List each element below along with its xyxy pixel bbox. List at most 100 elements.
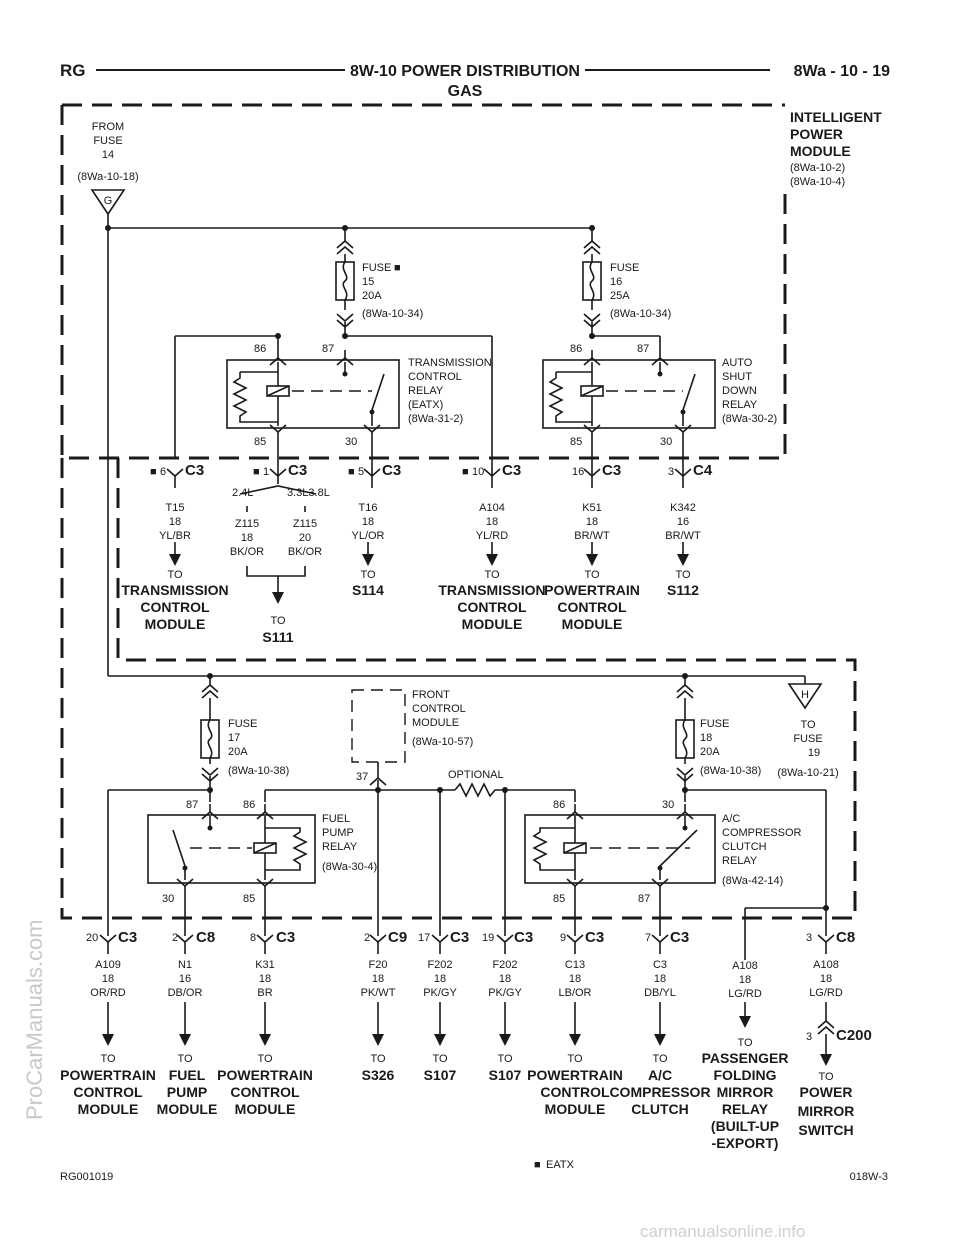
eatx-marker-icon: ■ <box>462 466 469 478</box>
wire-gauge: 18 <box>362 516 374 528</box>
fuse-17-number: 17 <box>228 732 240 744</box>
connector-id: C4 <box>693 462 713 479</box>
fuse-16-ref: (8Wa-10-34) <box>610 308 671 320</box>
destination-name: S112 <box>667 582 699 598</box>
connector-id: C3 <box>602 462 621 479</box>
to-fuse-19-label2: FUSE <box>793 733 822 745</box>
to-label: TO <box>360 569 376 581</box>
destination-name: PUMP <box>167 1084 207 1100</box>
to-label: TO <box>737 1037 753 1049</box>
wire-color: PK/GY <box>488 987 522 999</box>
wire-code: N1 <box>178 959 192 971</box>
wire-color: LG/RD <box>809 987 843 999</box>
wire-code: C13 <box>565 959 585 971</box>
destination-name: S107 <box>424 1067 457 1083</box>
destination-name: POWERTRAIN <box>527 1067 623 1083</box>
destination-name: MODULE <box>562 616 623 632</box>
wire-code: T16 <box>359 502 378 514</box>
from-fuse-label: FROM <box>92 121 124 133</box>
relay-ac-title4: RELAY <box>722 855 758 867</box>
relay-tc-pin-30: 30 <box>345 436 357 448</box>
connector-id: C3 <box>585 929 604 946</box>
relay-ac-pin-85: 85 <box>553 893 565 905</box>
footer-code: 018W-3 <box>850 1171 888 1183</box>
to-fuse-19-number: 19 <box>808 747 820 759</box>
wire-gauge: 18 <box>434 973 446 985</box>
eatx-marker-icon: ■ <box>348 466 355 478</box>
connector-pin: 19 <box>482 932 494 944</box>
wire-gauge: 18 <box>259 973 271 985</box>
relay-ac-pin-86: 86 <box>553 799 565 811</box>
relay-fp-title2: PUMP <box>322 827 354 839</box>
relay-fp-pin-30: 30 <box>162 893 174 905</box>
wire-code: Z115 <box>293 518 317 530</box>
connector-pin: 3 <box>806 1031 812 1043</box>
connector-pin: 16 <box>572 466 584 478</box>
ipm-title3: MODULE <box>790 143 851 159</box>
connector-g-label: G <box>104 195 113 207</box>
wire-gauge: 18 <box>499 973 511 985</box>
wire-code: A108 <box>732 960 758 972</box>
fuse-15-label: FUSE <box>362 262 391 274</box>
relay-tc-title2: CONTROL <box>408 371 462 383</box>
wire-code: T15 <box>166 502 185 514</box>
destination-name: POWERTRAIN <box>60 1067 156 1083</box>
wire-gauge: 16 <box>677 516 689 528</box>
to-label: TO <box>100 1053 116 1065</box>
header-title: 8W-10 POWER DISTRIBUTION <box>350 63 580 80</box>
wire-color: YL/BR <box>159 530 191 542</box>
relay-tc-title3: RELAY <box>408 385 444 397</box>
to-fuse-19-label: TO <box>800 719 816 731</box>
fcm-ref: (8Wa-10-57) <box>412 736 473 748</box>
connector-pin: 5 <box>358 466 364 478</box>
relay-tc-pin-87: 87 <box>322 343 334 355</box>
destination-name: COMPRESSOR <box>609 1084 710 1100</box>
destination-name: TRANSMISSION <box>438 582 545 598</box>
to-label: TO <box>675 569 691 581</box>
destination-name: POWERTRAIN <box>217 1067 313 1083</box>
connector-h-icon <box>787 683 823 710</box>
fcm-title3: MODULE <box>412 717 459 729</box>
optional-resistor-icon <box>454 782 505 798</box>
destination-name: CONTROL <box>230 1084 300 1100</box>
wire-gauge: 18 <box>169 516 181 528</box>
ipm-lower-box <box>60 458 857 920</box>
destination-name: MODULE <box>145 616 206 632</box>
destination-name: -EXPORT) <box>712 1135 779 1151</box>
to-label: TO <box>177 1053 193 1065</box>
fuse-16-label: FUSE <box>610 262 639 274</box>
relay-ac-title2: COMPRESSOR <box>722 827 802 839</box>
ipm-upper-box <box>60 105 787 460</box>
destination-name: (BUILT-UP <box>711 1118 779 1134</box>
relay-ac-ref: (8Wa-42-14) <box>722 875 783 887</box>
connector-pin: 6 <box>160 466 166 478</box>
ipm-title: INTELLIGENT <box>790 109 882 125</box>
watermark-side: ProCarManuals.com <box>22 919 47 1120</box>
fcm-box <box>351 689 406 763</box>
fcm-title: FRONT <box>412 689 450 701</box>
connector-id: C8 <box>836 929 855 946</box>
connector-id: C3 <box>450 929 469 946</box>
eatx-marker-icon: ■ <box>394 262 401 274</box>
wire-code: F202 <box>427 959 452 971</box>
destination-name: MIRROR <box>798 1103 855 1119</box>
destination-name: MODULE <box>545 1101 606 1117</box>
relay-tc-title: TRANSMISSION <box>408 357 492 369</box>
wire-code: C3 <box>653 959 667 971</box>
wire-color: LB/OR <box>558 987 591 999</box>
wire-color: BR <box>257 987 272 999</box>
engine-option: 3.3L3.8L <box>287 487 330 499</box>
relay-asd-title4: RELAY <box>722 399 758 411</box>
destination-name: POWER <box>800 1084 853 1100</box>
connector-pin: 8 <box>250 932 256 944</box>
fuse-17-ref: (8Wa-10-38) <box>228 765 289 777</box>
connector-id: C200 <box>836 1027 872 1044</box>
relay-fp-box <box>147 814 316 884</box>
wire-gauge: 18 <box>486 516 498 528</box>
destination-name: MODULE <box>235 1101 296 1117</box>
connector-h-label: H <box>801 689 809 701</box>
to-label: TO <box>497 1053 513 1065</box>
relay-fp-pin-87: 87 <box>186 799 198 811</box>
relay-asd-box <box>542 359 716 429</box>
